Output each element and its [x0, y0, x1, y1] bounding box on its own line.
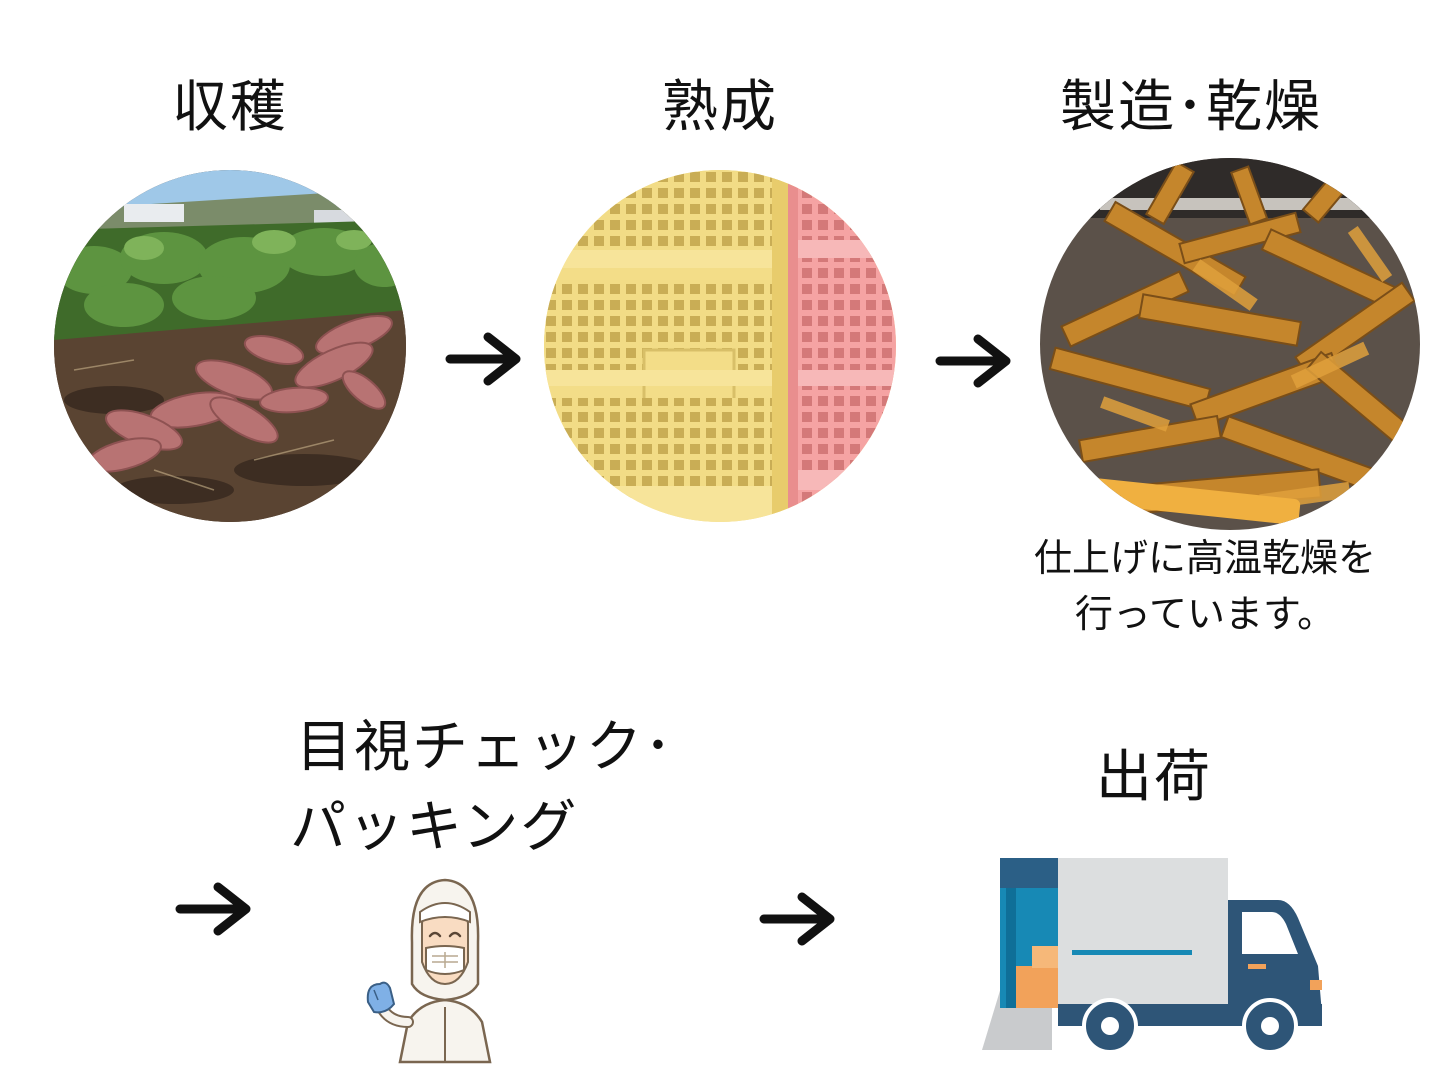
- arrow-right-icon: [758, 890, 840, 948]
- step-title-harvest: 収穫: [172, 75, 288, 140]
- worker-illustration: [360, 872, 530, 1072]
- delivery-truck-icon: [972, 854, 1332, 1054]
- step-title-check-line1: 目視チェック･: [296, 715, 674, 780]
- step-title-manufacture: 製造･乾燥: [1060, 75, 1322, 140]
- caption-line-1: 仕上げに高温乾燥を: [1033, 536, 1376, 580]
- arrow-right-icon: [444, 330, 526, 388]
- step-title-shipping: 出荷: [1096, 745, 1212, 810]
- arrow-right-icon: [934, 332, 1016, 390]
- drying-caption: 仕上げに高温乾燥を 行っています。: [1000, 530, 1410, 642]
- aging-photo: [544, 170, 896, 522]
- harvest-photo: [54, 170, 406, 522]
- manufacture-photo: [1040, 158, 1420, 530]
- step-title-check-line2: パッキング: [290, 795, 579, 860]
- step-title-aging: 熟成: [662, 75, 778, 140]
- caption-line-2: 行っています。: [1074, 592, 1336, 636]
- arrow-right-icon: [174, 880, 256, 938]
